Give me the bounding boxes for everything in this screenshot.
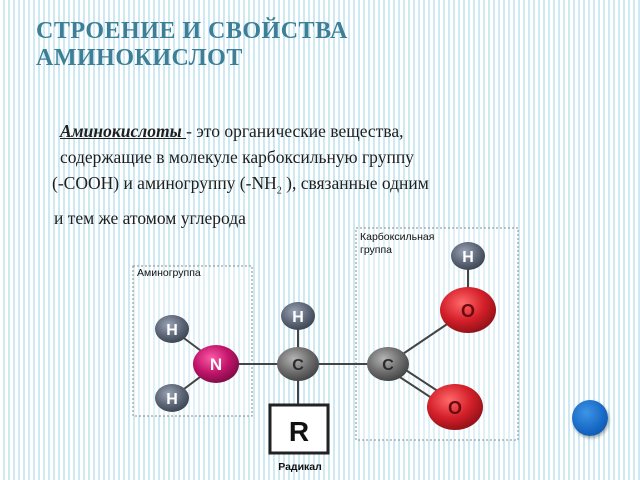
carbon-atom-carboxyl: C (367, 347, 409, 381)
svg-text:C: C (382, 357, 394, 374)
amino-group-label: Аминогруппа (137, 267, 201, 279)
definition-line2: содержащие в молекуле карбоксильную груп… (60, 147, 414, 167)
svg-text:H: H (292, 309, 304, 326)
svg-text:C: C (292, 357, 304, 374)
oxygen-atom-upper: O (440, 287, 496, 333)
radical-box: R (268, 403, 330, 455)
svg-text:O: O (448, 398, 462, 418)
slide-title-line2: АМИНОКИСЛОТ (36, 45, 243, 71)
oxygen-atom-lower: O (427, 384, 483, 430)
hydrogen-atom-left-top: H (155, 315, 189, 343)
nitrogen-atom: N (193, 345, 239, 383)
hydrogen-atom-left-bottom: H (155, 384, 189, 412)
carboxyl-group-label-line2: группа (360, 244, 392, 256)
carboxyl-group-label-line1: Карбоксильная (360, 231, 434, 243)
svg-text:H: H (166, 322, 178, 339)
slide-title-line1: СТРОЕНИЕ И СВОЙСТВА (36, 18, 348, 44)
definition-line4: и тем же атомом углерода (54, 207, 246, 228)
definition-line3-pre: (-COOH) и аминогруппу (-NH (52, 173, 277, 193)
svg-text:O: O (461, 301, 475, 321)
svg-text:N: N (210, 355, 222, 374)
hydrogen-atom-center: H (281, 302, 315, 330)
svg-text:H: H (462, 249, 474, 266)
circle-button-icon[interactable] (572, 400, 608, 436)
amino-group-box: Аминогруппа (132, 265, 253, 417)
definition-line3-sub: 2 (276, 185, 282, 197)
radical-label: Радикал (278, 461, 322, 473)
definition-line3: (-COOH) и аминогруппу (-NH2 ), связанные… (52, 170, 590, 205)
svg-text:H: H (166, 391, 178, 408)
definition-term: Аминокислоты (60, 121, 187, 141)
slide-title: СТРОЕНИЕ И СВОЙСТВА АМИНОКИСЛОТ (36, 18, 596, 72)
definition-line1: Аминокислоты - это органические вещества… (60, 118, 590, 144)
hydrogen-atom-top-right: H (451, 242, 485, 270)
definition-text: Аминокислоты - это органические вещества… (52, 118, 590, 231)
definition-line3-post: ), связанные одним (281, 173, 429, 193)
carbon-atom-alpha: C (277, 347, 319, 381)
definition-line1-rest: - это органические вещества, (186, 121, 404, 141)
svg-text:R: R (289, 416, 309, 447)
